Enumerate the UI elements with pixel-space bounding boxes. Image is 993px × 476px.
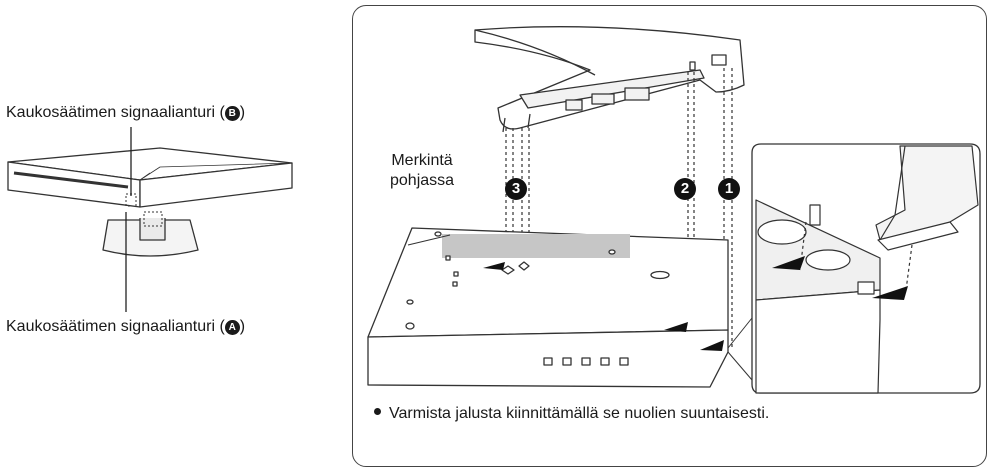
step-2-badge: 2	[674, 178, 696, 200]
remote-sensor-b-text: Kaukosäätimen signaalianturi (	[6, 104, 225, 121]
step-3-badge: 3	[505, 178, 527, 200]
bullet-icon	[374, 408, 381, 415]
player-body-illustration	[367, 227, 729, 388]
marker-line-1: Merkintä	[391, 152, 453, 169]
remote-sensor-a-label: Kaukosäätimen signaalianturi (A)	[6, 318, 245, 336]
stand-part-illustration	[474, 26, 745, 133]
remote-sensor-b-close: )	[239, 104, 246, 121]
player-on-stand-illustration	[7, 147, 293, 257]
remote-sensor-a-text: Kaukosäätimen signaalianturi (	[6, 318, 225, 335]
attach-note: Varmista jalusta kiinnittämällä se nuoli…	[374, 405, 769, 423]
badge-a-icon: A	[224, 320, 240, 335]
marker-label: Merkintä pohjassa	[390, 151, 454, 191]
marker-line-2: pohjassa	[390, 172, 455, 189]
attach-note-text: Varmista jalusta kiinnittämällä se nuoli…	[389, 405, 770, 422]
remote-sensor-b-label: Kaukosäätimen signaalianturi (B)	[6, 104, 245, 122]
instruction-panel	[352, 5, 987, 467]
badge-b-icon: B	[224, 106, 240, 121]
zoom-inset-illustration	[727, 143, 981, 394]
step-1-badge: 1	[718, 178, 740, 200]
remote-sensor-a-close: )	[239, 318, 246, 335]
